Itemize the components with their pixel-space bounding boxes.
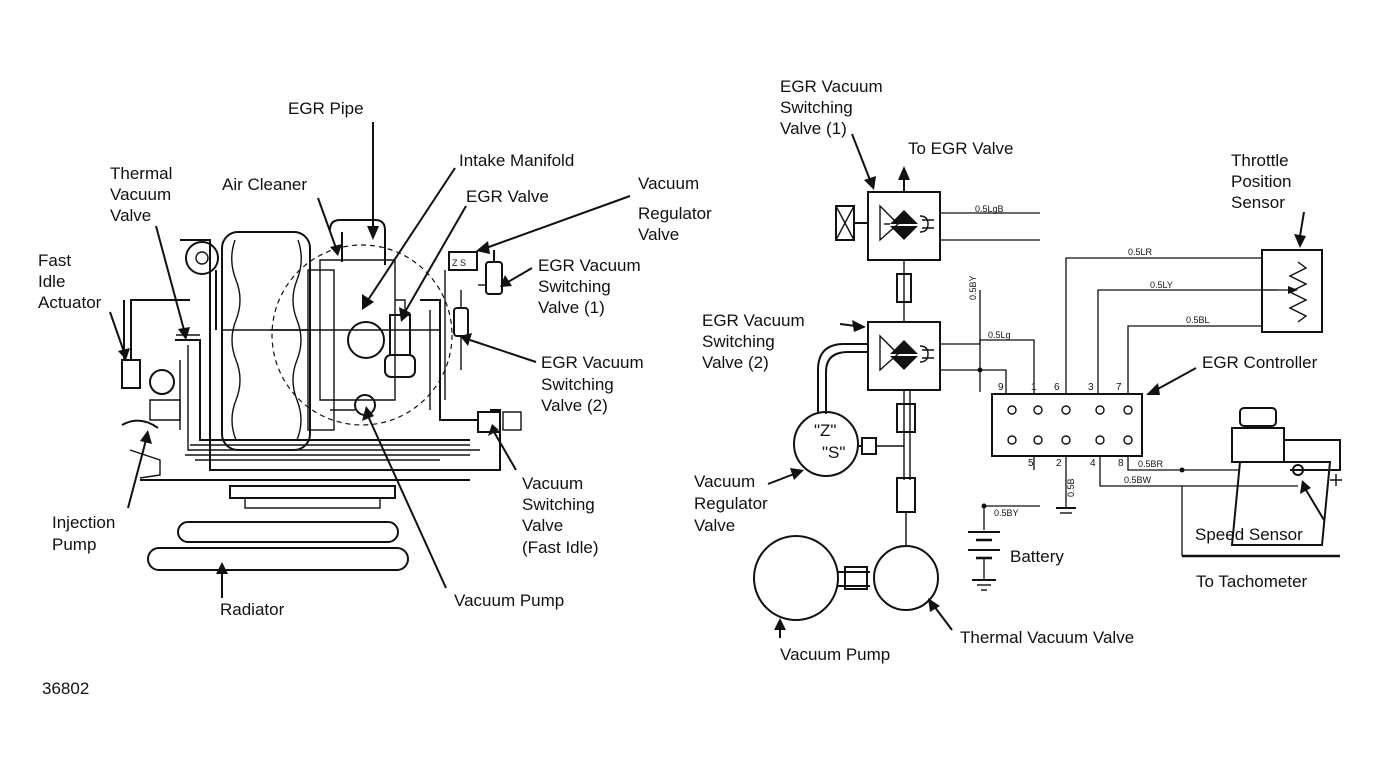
intake-manifold-drawing bbox=[270, 219, 440, 401]
engine-leaders bbox=[109, 122, 631, 598]
label-schematic-vacuum-regulator-valve-line-1: Vacuum bbox=[694, 472, 755, 491]
label-injection-pump-line-1: Injection bbox=[52, 513, 115, 532]
label-schematic-egr-vsv-2-line-3: Valve (2) bbox=[702, 353, 769, 372]
schematic-egr-vsv-2 bbox=[817, 321, 983, 414]
schematic-vacuum-pump bbox=[753, 535, 870, 621]
wire-code-05bl: 0.5BL bbox=[1186, 315, 1210, 325]
label-throttle-position-sensor-line-3: Sensor bbox=[1231, 193, 1285, 212]
label-throttle-position-sensor-line-1: Throttle bbox=[1231, 151, 1289, 170]
engine-egr-vsv-2-drawing bbox=[453, 290, 469, 370]
label-schematic-egr-vsv-2-line-1: EGR Vacuum bbox=[702, 311, 805, 330]
controller-pin-bottom-4: 4 bbox=[1090, 458, 1096, 469]
label-thermal-vacuum-valve-line-2: Vacuum bbox=[110, 185, 171, 204]
label-schematic-egr-vsv-1-line-3: Valve (1) bbox=[780, 119, 847, 138]
wire-code-05by-vertical: 0.5BY bbox=[968, 275, 978, 300]
label-to-tachometer: To Tachometer bbox=[1196, 572, 1308, 591]
label-vsv-fast-idle-line-4: (Fast Idle) bbox=[522, 538, 599, 557]
controller-pin-bottom-5: 5 bbox=[1028, 458, 1034, 469]
schematic-leaders bbox=[767, 133, 1325, 638]
schematic-egr-controller: 9 1 6 3 7 5 2 4 8 bbox=[991, 382, 1143, 469]
label-egr-controller: EGR Controller bbox=[1202, 353, 1318, 372]
label-schematic-egr-vsv-1-line-2: Switching bbox=[780, 98, 853, 117]
wire-code-05b: 0.5B bbox=[1066, 478, 1076, 497]
label-schematic-egr-vsv-1-line-1: EGR Vacuum bbox=[780, 77, 883, 96]
engine-block-drawing bbox=[129, 239, 501, 479]
wire-code-05bw: 0.5BW bbox=[1124, 475, 1152, 485]
label-fast-idle-actuator-line-1: Fast bbox=[38, 251, 71, 270]
vacuum-regulator-valve-drawing: Z S bbox=[448, 251, 478, 271]
detail-circle bbox=[271, 244, 453, 426]
label-schematic-vacuum-pump: Vacuum Pump bbox=[780, 645, 890, 664]
controller-pin-bottom-8: 8 bbox=[1118, 458, 1124, 469]
label-engine-egr-vsv-1-line-2: Switching bbox=[538, 277, 611, 296]
label-speed-sensor: Speed Sensor bbox=[1195, 525, 1303, 544]
label-throttle-position-sensor-line-2: Position bbox=[1231, 172, 1291, 191]
wire-code-05by-battery: 0.5BY bbox=[994, 508, 1019, 518]
label-engine-egr-vsv-2-line-1: EGR Vacuum bbox=[541, 353, 644, 372]
engine-egr-vsv-1-drawing bbox=[478, 250, 503, 295]
label-to-egr-valve: To EGR Valve bbox=[908, 139, 1014, 158]
schematic-wiring bbox=[979, 257, 1278, 556]
label-air-cleaner: Air Cleaner bbox=[222, 175, 307, 194]
schematic-battery bbox=[968, 531, 1000, 591]
schematic-vacuum-line-lower bbox=[861, 390, 916, 545]
schematic-throttle-position-sensor bbox=[1261, 249, 1323, 333]
schematic-view: "Z" "S" bbox=[694, 77, 1342, 664]
label-egr-pipe: EGR Pipe bbox=[288, 99, 364, 118]
wire-code-05ly: 0.5LY bbox=[1150, 280, 1173, 290]
wire-code-05lgb: 0.5LgB bbox=[975, 204, 1004, 214]
pulley-drawing bbox=[140, 479, 470, 509]
engine-view: Z S bbox=[38, 99, 712, 619]
controller-pin-top-3: 3 bbox=[1088, 382, 1094, 393]
label-schematic-vacuum-regulator-valve-line-2: Regulator bbox=[694, 494, 768, 513]
fast-idle-knob-drawing bbox=[185, 241, 219, 330]
regulator-s-label: "S" bbox=[822, 443, 845, 462]
label-engine-vacuum-pump: Vacuum Pump bbox=[454, 591, 564, 610]
wire-code-05lr: 0.5LR bbox=[1128, 247, 1153, 257]
label-engine-egr-vsv-1-line-3: Valve (1) bbox=[538, 298, 605, 317]
controller-pin-top-9: 9 bbox=[998, 382, 1004, 393]
label-battery: Battery bbox=[1010, 547, 1064, 566]
label-vacuum-regulator-valve-line-1: Vacuum bbox=[638, 174, 699, 193]
label-radiator: Radiator bbox=[220, 600, 285, 619]
label-schematic-egr-vsv-2-line-2: Switching bbox=[702, 332, 775, 351]
label-vsv-fast-idle-line-2: Switching bbox=[522, 495, 595, 514]
egr-valve-drawing bbox=[384, 299, 416, 378]
label-engine-egr-vsv-2-line-3: Valve (2) bbox=[541, 396, 608, 415]
label-vacuum-regulator-valve-line-2: Regulator bbox=[638, 204, 712, 223]
wire-code-05lg: 0.5Lg bbox=[988, 330, 1011, 340]
schematic-speed-sensor bbox=[1182, 407, 1342, 546]
label-injection-pump-line-2: Pump bbox=[52, 535, 96, 554]
vacuum-hoses bbox=[175, 270, 480, 451]
label-thermal-vacuum-valve-line-1: Thermal bbox=[110, 164, 172, 183]
figure-id: 36802 bbox=[42, 679, 89, 698]
label-engine-egr-vsv-1-line-1: EGR Vacuum bbox=[538, 256, 641, 275]
schematic-vacuum-regulator-valve: "Z" "S" bbox=[793, 411, 862, 477]
wire-code-05br: 0.5BR bbox=[1138, 459, 1164, 469]
zs-marking: Z S bbox=[452, 258, 466, 268]
controller-pin-holes bbox=[1007, 405, 1133, 445]
label-vacuum-regulator-valve-line-3: Valve bbox=[638, 225, 679, 244]
regulator-z-label: "Z" bbox=[814, 421, 836, 440]
label-engine-egr-vsv-2-line-2: Switching bbox=[541, 375, 614, 394]
label-vsv-fast-idle-line-3: Valve bbox=[522, 516, 563, 535]
controller-pin-bottom-2: 2 bbox=[1056, 458, 1062, 469]
controller-pin-top-6: 6 bbox=[1054, 382, 1060, 393]
label-fast-idle-actuator-line-3: Actuator bbox=[38, 293, 102, 312]
schematic-thermal-vacuum-valve bbox=[873, 545, 939, 611]
label-schematic-thermal-vacuum-valve: Thermal Vacuum Valve bbox=[960, 628, 1134, 647]
label-intake-manifold: Intake Manifold bbox=[459, 151, 574, 170]
fast-idle-vsv-drawing bbox=[470, 411, 522, 433]
air-cleaner-drawing bbox=[221, 231, 335, 451]
radiator-drawing bbox=[147, 521, 409, 571]
injection-pump-drawing bbox=[121, 360, 181, 430]
label-thermal-vacuum-valve-line-3: Valve bbox=[110, 206, 151, 225]
label-schematic-vacuum-regulator-valve-line-3: Valve bbox=[694, 516, 735, 535]
schematic-vacuum-line-upper bbox=[896, 260, 912, 322]
label-vsv-fast-idle-line-1: Vacuum bbox=[522, 474, 583, 493]
label-fast-idle-actuator-line-2: Idle bbox=[38, 272, 65, 291]
controller-pin-top-7: 7 bbox=[1116, 382, 1122, 393]
label-egr-valve: EGR Valve bbox=[466, 187, 549, 206]
